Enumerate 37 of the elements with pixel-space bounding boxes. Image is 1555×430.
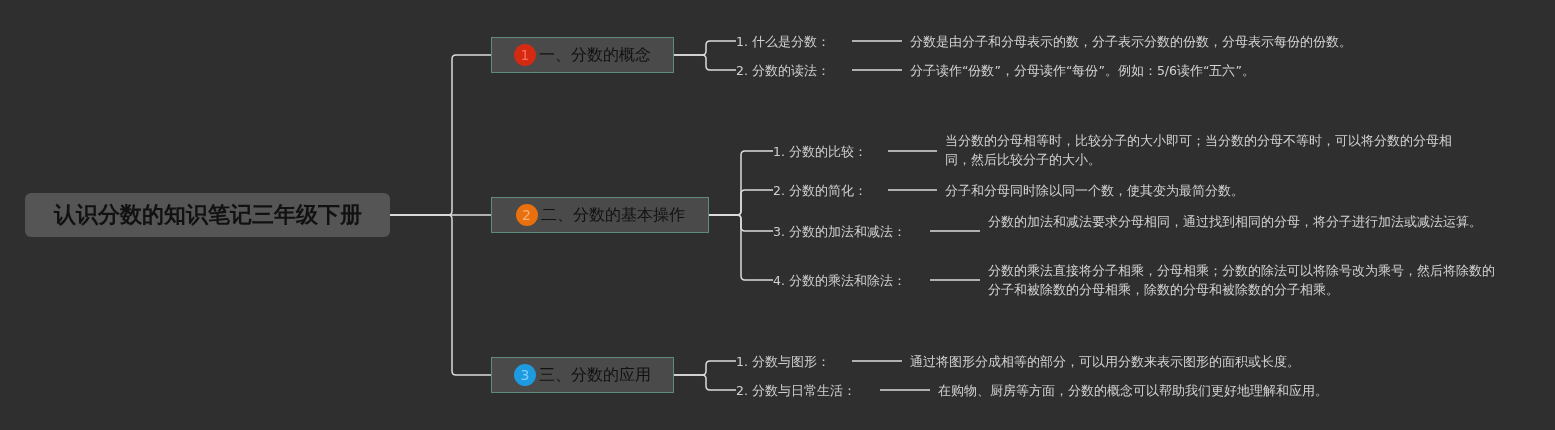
branch-topic-box: [491, 197, 709, 233]
description-text: 分子和分母同时除以同一个数，使其变为最简分数。: [945, 180, 1455, 200]
number-badge: 3: [514, 364, 536, 386]
description-text: 通过将图形分成相等的部分，可以用分数来表示图形的面积或长度。: [910, 351, 1430, 371]
subtopic-label: 2. 分数的读法：: [736, 60, 852, 80]
number-badge: 2: [515, 204, 538, 226]
connector-line: [887, 189, 938, 191]
connector-line: [929, 279, 981, 281]
connector-line: [851, 360, 903, 362]
subtopic-label: 1. 分数的比较：: [773, 141, 888, 161]
subtopic-label: 1. 什么是分数：: [736, 31, 852, 51]
connector-line: [389, 214, 492, 376]
number-badge: 1: [514, 44, 536, 66]
connector-line: [929, 230, 981, 232]
description-text: 分数的乘法直接将分子相乘，分母相乘；分数的除法可以将除号改为乘号，然后将除数的分子和被除数的分母相乘，除数的分母和被除数的分子相乘。: [988, 261, 1498, 299]
connector-line: [887, 150, 938, 152]
connector-line: [879, 389, 931, 391]
subtopic-label: 3. 分数的加法和减法：: [773, 221, 930, 241]
connector-line: [673, 54, 737, 71]
connector-line: [851, 69, 903, 71]
description-text: 分数的加法和减法要求分母相同，通过找到相同的分母，将分子进行加法或减法运算。: [988, 212, 1498, 231]
connector-line: [673, 374, 737, 391]
description-text: 分子读作“份数”，分母读作“每份”。例如：5/6读作“五六”。: [910, 60, 1450, 80]
branch-topic-box: [491, 357, 674, 393]
description-text: 在购物、厨房等方面，分数的概念可以帮助我们更好地理解和应用。: [938, 380, 1458, 400]
topic-title: 二、分数的基本操作: [540, 204, 685, 226]
branch-topic-box: [491, 37, 674, 73]
topic-title: 三、分数的应用: [539, 364, 651, 386]
connector-line: [851, 40, 903, 42]
description-text: 分数是由分子和分母表示的数，分子表示分数的份数，分母表示每份的份数。: [910, 31, 1450, 51]
description-text: 当分数的分母相等时，比较分子的大小即可；当分数的分母不等时，可以将分数的分母相同，然后比较分子的大小。: [945, 131, 1455, 169]
subtopic-label: 2. 分数与日常生活：: [736, 380, 880, 400]
root-topic-box: 认识分数的知识笔记三年级下册: [25, 193, 390, 237]
subtopic-label: 4. 分数的乘法和除法：: [773, 270, 930, 290]
subtopic-label: 1. 分数与图形：: [736, 351, 852, 371]
connector-line: [708, 214, 774, 281]
subtopic-label: 2. 分数的简化：: [773, 180, 888, 200]
